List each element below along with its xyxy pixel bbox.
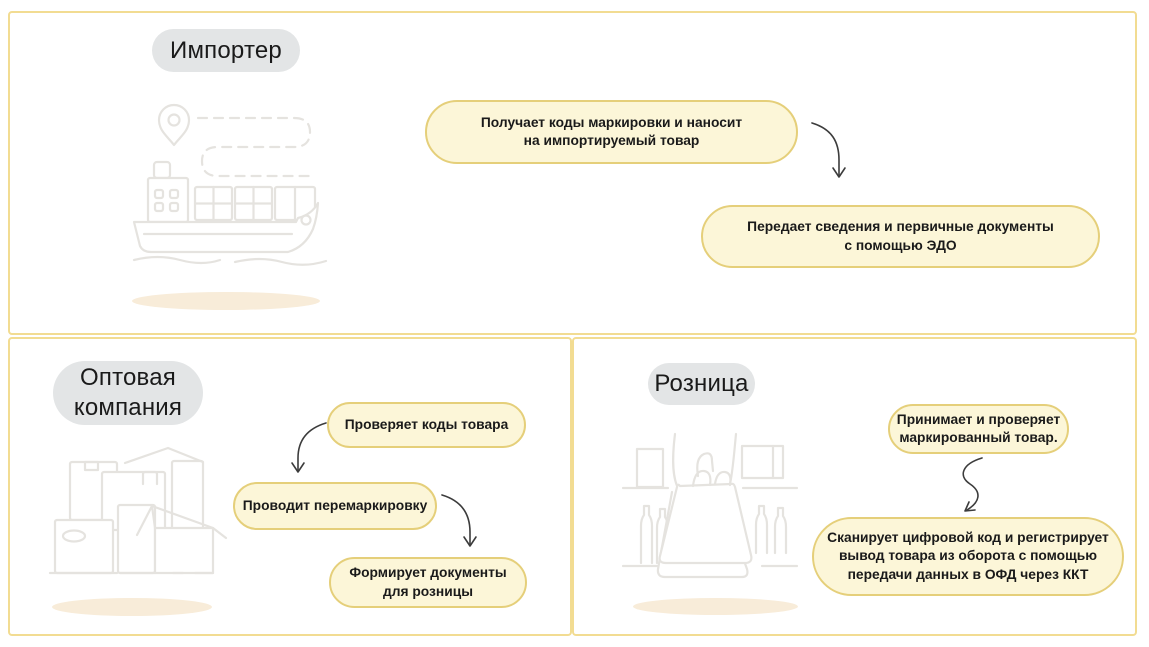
stacked-boxes-icon — [48, 446, 228, 575]
bag-handle — [691, 469, 712, 488]
box-edge — [150, 504, 157, 530]
wholesale-shadow-ellipse — [52, 598, 212, 616]
bag-handle — [713, 470, 732, 487]
retail-label-text: Розница — [654, 370, 749, 397]
arm-line — [672, 432, 681, 492]
ship-chimney — [152, 160, 172, 180]
arrow-line — [441, 494, 471, 545]
location-pin-dot — [167, 113, 181, 127]
curved-arrow-icon — [811, 122, 846, 178]
box-lid-flap — [123, 446, 205, 465]
arrow-head — [832, 167, 846, 178]
retail-shadow-ellipse — [633, 598, 798, 615]
bag-front — [658, 482, 753, 565]
box-handle-hole — [61, 529, 87, 543]
cargo-ship-route-icon — [132, 103, 328, 266]
s-curved-arrow-icon — [962, 457, 983, 512]
shelf-item — [635, 447, 665, 489]
wholesale-step-2-text: Проводит перемаркировку — [242, 497, 428, 513]
bottle — [754, 504, 769, 555]
cabin-window — [168, 201, 180, 213]
ship-cabin — [146, 176, 190, 224]
curved-arrow-icon — [291, 422, 327, 473]
arrow-head — [291, 462, 305, 473]
wave-line — [233, 257, 328, 266]
bottle — [639, 504, 654, 565]
cabin-window — [168, 188, 180, 200]
route-dashed-line — [196, 116, 312, 178]
importer-label-text: Импортер — [170, 36, 282, 64]
box-lid-flap — [135, 504, 154, 537]
bottle — [773, 506, 788, 555]
wave-line — [132, 255, 222, 265]
wholesale-step-2-bubble: Проводит перемаркировку — [233, 482, 437, 530]
arrow-line — [962, 457, 983, 511]
arrow-head — [463, 536, 477, 547]
box-tab — [141, 470, 159, 486]
curved-arrow-icon — [441, 494, 477, 547]
box — [116, 503, 157, 575]
wholesale-step-1-bubble: Проверяет коды товара — [327, 402, 526, 448]
importer-shadow-ellipse — [132, 292, 320, 310]
hand-line — [696, 452, 715, 478]
box — [153, 526, 215, 575]
porthole — [300, 214, 312, 226]
arrow-head — [964, 501, 976, 512]
box — [53, 518, 115, 575]
ship-hull — [132, 201, 320, 254]
cabin-window — [153, 188, 165, 200]
box-notch — [83, 460, 100, 472]
wholesale-step-1-text: Проверяет коды товара — [344, 416, 509, 432]
arrow-line — [811, 122, 840, 176]
shopping-bag-shelves-icon — [621, 432, 799, 579]
cabin-window — [153, 201, 165, 213]
retail-label: Розница — [648, 363, 755, 405]
arrow-line — [297, 422, 327, 471]
shelf-item — [740, 444, 785, 480]
box-lid-flap — [150, 504, 228, 540]
importer-label: Импортер — [152, 29, 300, 72]
